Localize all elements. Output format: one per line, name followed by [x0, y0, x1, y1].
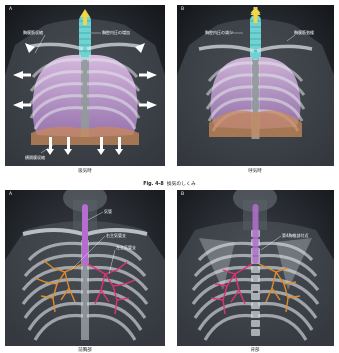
label-diaphragm-contraction: 横隔膜収縮	[25, 155, 45, 160]
panel-corner-label: A	[9, 192, 12, 197]
caption-anterior: 前胸部	[55, 347, 115, 353]
trachea-shape	[82, 204, 88, 266]
panel-expiration: B 胸腔内圧の減少 胸膜筋弛緩	[177, 5, 334, 166]
panel-corner-label: B	[181, 7, 184, 12]
panel-corner-label: A	[9, 7, 12, 12]
caption-inspiration: 吸気時	[55, 168, 115, 174]
label-intercostal-relaxation: 胸膜筋弛緩	[294, 30, 314, 35]
panel-inspiration: A 胸腔内圧の増加 胸膜筋収縮 横隔膜収縮	[5, 5, 165, 166]
figure-caption: Fig. 4-8 換気のしくみ	[0, 180, 339, 187]
diaphragm-shape	[209, 111, 302, 137]
caption-expiration: 呼気時	[225, 168, 285, 174]
bronchi-illustration-anterior	[5, 190, 165, 346]
figure-number: Fig. 4-8	[143, 182, 164, 187]
panel-anterior: A 気管 右主気管支 左主気管支	[5, 190, 165, 346]
label-4th-thoracic-vertebra: 第4胸椎部付近	[282, 233, 309, 238]
label-intercostal-contraction: 胸膜筋収縮	[23, 30, 43, 35]
label-pressure-increase: 胸腔内圧の増加	[102, 30, 130, 35]
caption-posterior: 背部	[225, 347, 285, 353]
bronchi-illustration-posterior	[177, 190, 334, 346]
panel-corner-label: B	[181, 192, 184, 197]
label-pressure-decrease: 胸腔内圧の減少	[205, 30, 233, 35]
panel-posterior: B 第4胸椎部付近	[177, 190, 334, 346]
diaphragm-shape	[31, 127, 139, 145]
label-right-main-bronchus: 右主気管支	[106, 233, 126, 238]
label-trachea: 気管	[104, 209, 112, 214]
figure-title: 換気のしくみ	[167, 182, 196, 187]
trachea-shape	[253, 204, 259, 264]
label-left-main-bronchus: 左主気管支	[116, 245, 136, 250]
